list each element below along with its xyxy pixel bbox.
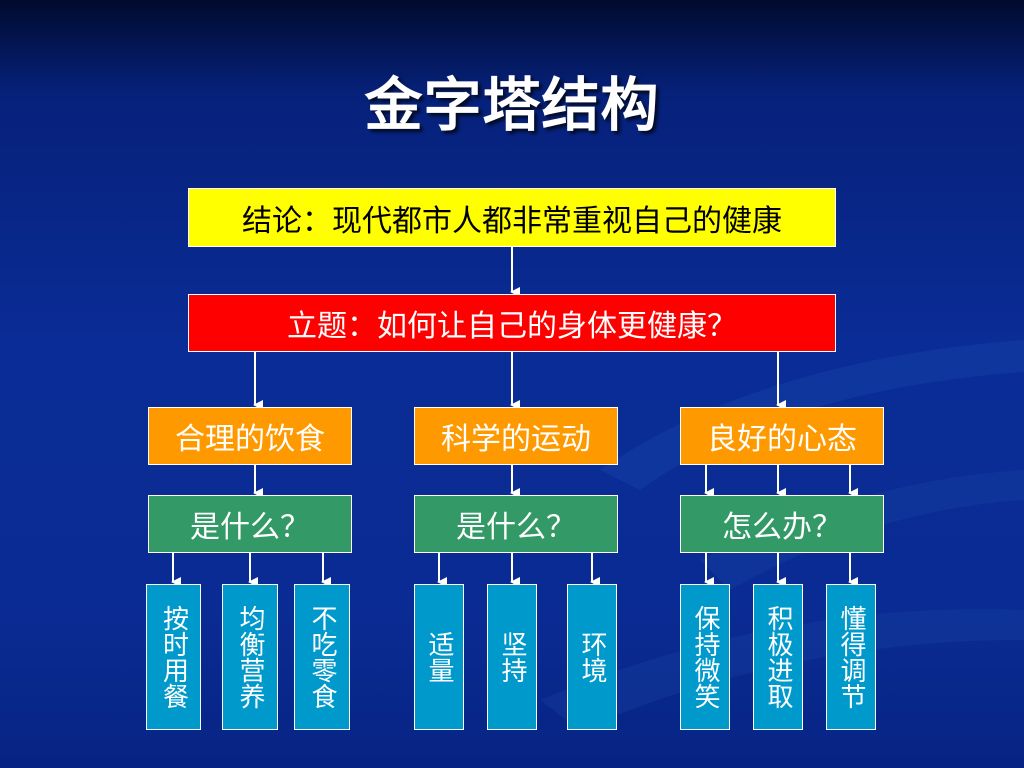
topic-text: 合理的饮食 (175, 422, 325, 457)
question-text: 立题：如何让自己的身体更健康？ (287, 309, 737, 344)
topic-box-exercise: 科学的运动 (414, 407, 618, 465)
sub-text: 是什么？ (456, 510, 576, 545)
leaf-text: 不吃零食 (307, 605, 337, 709)
leaf-box: 不吃零食 (294, 584, 350, 730)
leaf-text: 懂得调节 (836, 605, 866, 709)
leaf-text: 坚持 (497, 631, 527, 683)
leaf-text: 均衡营养 (235, 605, 265, 709)
leaf-text: 按时用餐 (158, 605, 189, 709)
sub-box-diet: 是什么？ (148, 495, 352, 553)
question-box: 立题：如何让自己的身体更健康？ (188, 294, 836, 352)
topic-box-mindset: 良好的心态 (680, 407, 884, 465)
sub-box-mindset: 怎么办？ (680, 495, 884, 553)
conclusion-box: 结论：现代都市人都非常重视自己的健康 (188, 188, 836, 247)
topic-box-diet: 合理的饮食 (148, 407, 352, 465)
leaf-text: 环境 (577, 631, 607, 683)
leaf-box: 适量 (414, 584, 464, 730)
conclusion-text: 结论：现代都市人都非常重视自己的健康 (242, 203, 782, 239)
leaf-box: 保持微笑 (680, 584, 730, 730)
topic-text: 科学的运动 (441, 422, 591, 457)
leaf-text: 积极进取 (763, 605, 793, 709)
leaf-text: 保持微笑 (690, 605, 720, 709)
leaf-box: 懂得调节 (826, 584, 876, 730)
sub-box-exercise: 是什么？ (414, 495, 618, 553)
leaf-box: 坚持 (487, 584, 537, 730)
sub-text: 怎么办？ (722, 510, 842, 545)
sub-text: 是什么？ (190, 510, 310, 545)
leaf-box: 均衡营养 (222, 584, 278, 730)
leaf-box: 积极进取 (753, 584, 803, 730)
leaf-text: 适量 (424, 631, 454, 683)
topic-text: 良好的心态 (707, 422, 857, 457)
slide-title: 金字塔结构 (364, 71, 660, 139)
leaf-box: 环境 (567, 584, 617, 730)
leaf-box: 按时用餐 (146, 584, 201, 730)
